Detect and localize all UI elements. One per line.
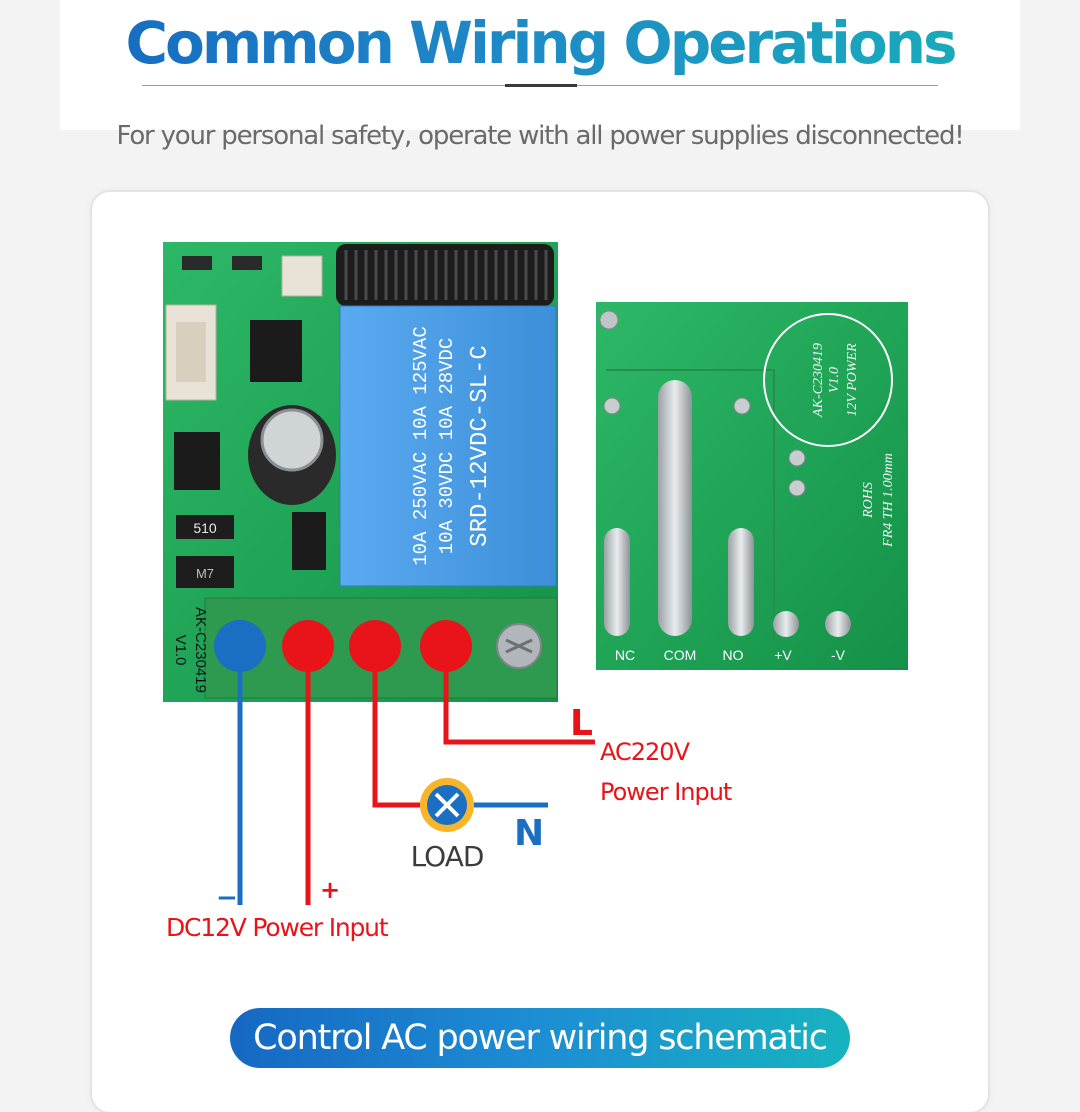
- title-divider-accent: [505, 84, 577, 87]
- terminal-screw: [496, 623, 542, 669]
- solder-pad: [788, 449, 806, 467]
- pin-nc: [604, 528, 630, 636]
- push-button-switch: [165, 304, 217, 401]
- pin-com: [658, 380, 692, 636]
- back-version: V1.0: [827, 367, 842, 393]
- label-load: LOAD: [411, 840, 484, 873]
- regulator-chip: [174, 432, 220, 490]
- pcb-front: 510 M7 10A 250VAC 10A 125VAC 10A 30VDC 1…: [163, 242, 558, 702]
- page-title: Common Wiring Operations: [0, 8, 1080, 78]
- label-n: N: [514, 813, 544, 854]
- safety-warning: For your personal safety, operate with a…: [116, 121, 964, 151]
- back-board-info: ROHS FR4 TH 1.00mm: [861, 453, 896, 548]
- schematic-caption: Control AC power wiring schematic: [230, 1008, 850, 1068]
- label-ac-power-input: Power Input: [600, 778, 732, 806]
- electrolytic-capacitor: [248, 405, 336, 505]
- load-lamp-icon: [420, 778, 474, 832]
- solder-pad: [733, 397, 751, 415]
- pin-minus-v: [825, 611, 851, 637]
- silk-version: V1.0: [172, 635, 189, 666]
- terminal-load: [349, 620, 401, 672]
- pcb-trace: [606, 369, 775, 640]
- ic-chip: [250, 320, 302, 382]
- board-silkscreen: AK-C230419 V1.0: [172, 607, 209, 693]
- wire-load-live: [372, 668, 420, 808]
- pin-label-nc: NC: [615, 647, 635, 663]
- pin-label-minus-v: -V: [831, 647, 846, 663]
- pcb-back: AK-C230419 V1.0 12V POWER ROHS FR4 TH 1.…: [596, 302, 908, 670]
- silk-model: AK-C230419: [192, 607, 209, 693]
- smd-component: [182, 256, 212, 270]
- terminal-dc-plus: [282, 620, 334, 672]
- label-ac220v: AC220V: [600, 738, 691, 766]
- label-l: L: [570, 703, 593, 744]
- solder-pad: [603, 397, 621, 415]
- wiring: [237, 668, 595, 905]
- wiring-diagram: 510 M7 10A 250VAC 10A 125VAC 10A 30VDC 1…: [163, 242, 908, 942]
- diode-label: M7: [196, 566, 214, 581]
- header-band: [60, 0, 1020, 130]
- pin-plus-v: [773, 611, 799, 637]
- back-silk-text: AK-C230419 V1.0 12V POWER: [811, 343, 860, 418]
- back-power: 12V POWER: [845, 343, 860, 417]
- relay-rating-2: 10A 30VDC 10A 28VDC: [436, 338, 458, 555]
- label-minus: −: [216, 883, 238, 913]
- pin-no: [728, 528, 754, 636]
- transistor-chip: [292, 512, 326, 570]
- relay-model: SRD-12VDC-SL-C: [467, 345, 494, 547]
- smd-component: [232, 256, 262, 270]
- diode-m7: [176, 556, 234, 588]
- relay-rating-1: 10A 250VAC 10A 125VAC: [410, 326, 432, 565]
- wire-ac-l: [443, 668, 595, 745]
- terminal-ac-l: [420, 620, 472, 672]
- crystal-component: [281, 255, 323, 297]
- pin-label-com: COM: [664, 647, 697, 663]
- solder-pad: [788, 479, 806, 497]
- pin-label-no: NO: [723, 647, 744, 663]
- label-plus: +: [320, 876, 340, 904]
- relay-print: 10A 250VAC 10A 125VAC 10A 30VDC 10A 28VD…: [410, 326, 494, 565]
- resistor-510: [176, 515, 234, 539]
- antenna-coil: [336, 244, 554, 306]
- silk-circle: [763, 313, 893, 447]
- pin-label-plus-v: +V: [774, 647, 792, 663]
- label-dc12v-power-input: DC12V Power Input: [166, 913, 389, 942]
- rohs-label: ROHS: [861, 482, 876, 519]
- back-model: AK-C230419: [811, 343, 826, 418]
- mount-hole: [599, 310, 619, 330]
- resistor-label: 510: [193, 520, 217, 536]
- terminal-dc-minus: [214, 620, 266, 672]
- relay-body: [339, 305, 557, 587]
- fr4-label: FR4 TH 1.00mm: [881, 453, 896, 548]
